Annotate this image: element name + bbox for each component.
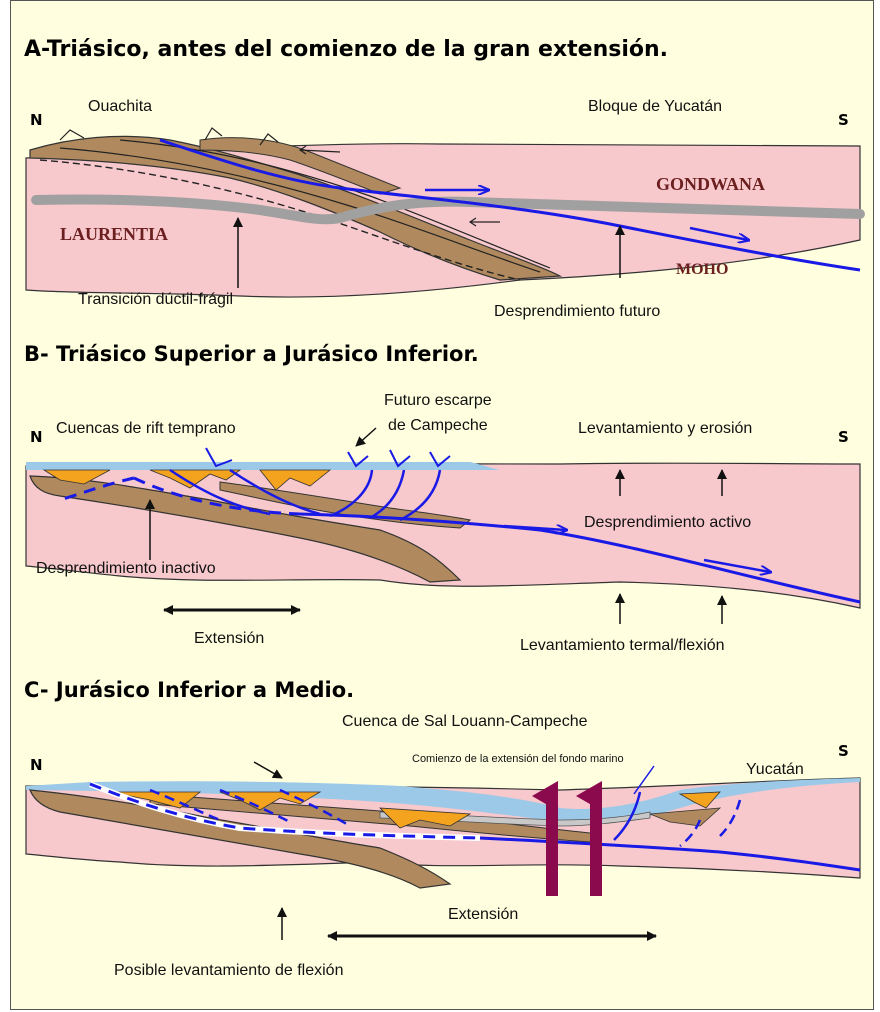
north-label-b: N <box>30 428 43 446</box>
comienzo-label: Comienzo de la extensión del fondo marin… <box>412 753 624 765</box>
laurentia-label: LAURENTIA <box>60 224 168 244</box>
north-label-a: N <box>30 111 43 129</box>
sea-b <box>26 462 500 470</box>
panel-c: C- Jurásico Inferior a Medio. Cuenca de … <box>24 678 860 979</box>
desprendimiento-futuro-label: Desprendimiento futuro <box>494 303 660 320</box>
cuenca-sal-label: Cuenca de Sal Louann-Campeche <box>342 713 588 730</box>
futuro-escarpe-label-2: de Campeche <box>388 417 488 434</box>
cuencas-label: Cuencas de rift temprano <box>56 420 236 437</box>
south-label-b: S <box>838 428 849 446</box>
crust-body-b <box>26 463 860 608</box>
panel-b: B- Triásico Superior a Jurásico Inferior… <box>24 342 860 654</box>
panel-a: A-Triásico, antes del comienzo de la gra… <box>24 37 860 320</box>
bloque-yucatan-label: Bloque de Yucatán <box>588 98 722 115</box>
gondwana-label: GONDWANA <box>656 174 765 194</box>
fault-pointer-c <box>254 762 282 778</box>
panel-b-title: B- Triásico Superior a Jurásico Inferior… <box>24 342 479 366</box>
panel-c-title: C- Jurásico Inferior a Medio. <box>24 678 354 702</box>
yucatan-label: Yucatán <box>746 761 804 778</box>
crust-body-a <box>26 144 860 297</box>
transicion-label: Transición dúctil-frágil <box>78 291 233 308</box>
futuro-escarpe-label-1: Futuro escarpe <box>384 392 492 409</box>
north-label-c: N <box>30 756 43 774</box>
termal-label: Levantamiento termal/flexión <box>520 637 725 654</box>
ouachita-label: Ouachita <box>88 98 152 115</box>
south-label-a: S <box>838 111 849 129</box>
extension-label-c: Extensión <box>448 906 518 923</box>
desprendimiento-inactivo-label: Desprendimiento inactivo <box>36 560 216 577</box>
panel-a-title: A-Triásico, antes del comienzo de la gra… <box>24 37 668 62</box>
escarpe-pointer <box>356 428 376 446</box>
extension-label-b: Extensión <box>194 630 264 647</box>
posible-levantamiento-label: Posible levantamiento de flexión <box>114 962 343 979</box>
desprendimiento-activo-label: Desprendimiento activo <box>584 514 751 531</box>
south-label-c: S <box>838 742 849 760</box>
moho-label: MOHO <box>676 261 728 278</box>
levantamiento-erosion-label: Levantamiento y erosión <box>578 420 752 437</box>
